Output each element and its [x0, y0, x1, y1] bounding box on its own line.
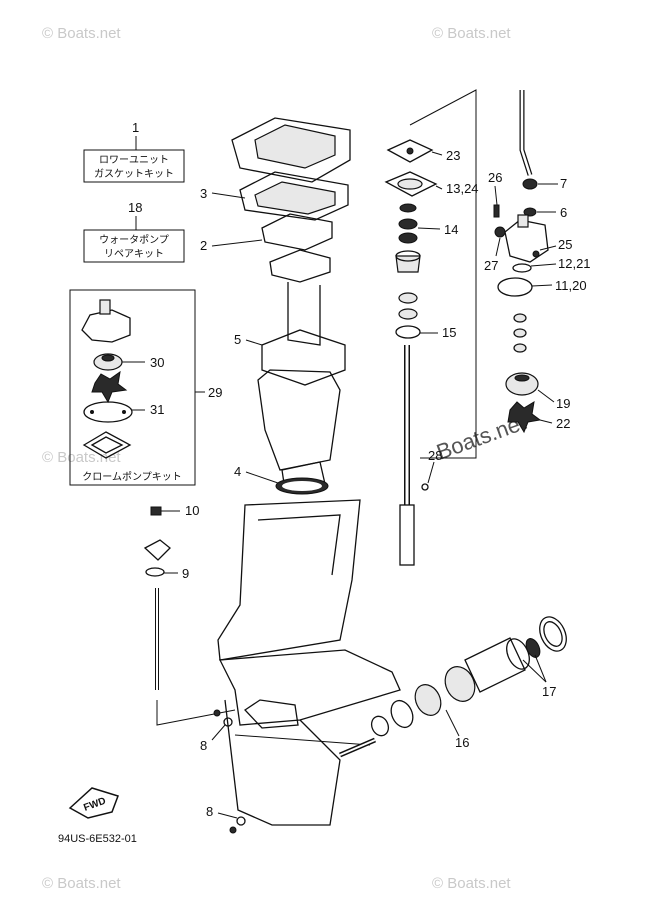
casing-opening [243, 699, 299, 729]
impeller-small [91, 370, 128, 404]
callout-26: 26 [488, 170, 502, 185]
driveshaft-column: 23 13,24 14 15 28 [384, 89, 479, 566]
pump-insert-19 [505, 372, 539, 396]
kit-1-gasket-kit: 1 ロワーユニット ガスケットキット [83, 120, 185, 183]
watermark-top-right: © Boats.net [432, 25, 511, 42]
propeller-shaft-assembly: 17 16 [339, 616, 567, 758]
callout-15: 15 [442, 325, 456, 340]
diagram-code: 94US-6E532-01 [58, 833, 137, 845]
callout-3: 3 [200, 186, 207, 201]
pump-gasket [82, 431, 132, 459]
shift-rod-holder [143, 539, 171, 561]
kit-1-line-2: ガスケットキット [94, 168, 174, 180]
callout-11-20: 11,20 [555, 278, 587, 293]
callout-14: 14 [444, 222, 458, 237]
driveshaft-housing: 5 4 [234, 282, 346, 495]
callout-8-top: 8 [200, 738, 207, 753]
pump-housing-small [81, 309, 131, 343]
kit-18-water-pump-repair-kit: 18 ウォータポンプ リペアキット [83, 200, 185, 263]
lower-unit-casing [217, 499, 401, 826]
callout-4: 4 [234, 464, 241, 479]
kit-18-line-1: ウォータポンプ [99, 234, 169, 246]
callout-29: 29 [208, 385, 222, 400]
callout-2: 2 [200, 238, 207, 253]
callout-6: 6 [560, 205, 567, 220]
oring-9 [145, 567, 165, 577]
callout-10: 10 [185, 503, 199, 518]
pump-plate [83, 401, 133, 423]
callout-9: 9 [182, 566, 189, 581]
kit-1-number: 1 [132, 120, 139, 135]
callout-31: 31 [150, 402, 164, 417]
callout-22: 22 [556, 416, 570, 431]
callout-13-24: 13,24 [446, 181, 479, 196]
water-pump-group: 7 6 26 27 25 12,21 11,20 19 22 [484, 90, 591, 434]
kit-18-number: 18 [128, 200, 142, 215]
callout-27: 27 [484, 258, 498, 273]
callout-28: 28 [428, 448, 442, 463]
callout-23: 23 [446, 148, 460, 163]
kit-29-caption: クロームポンプキット [82, 471, 181, 483]
watermark-bottom-right: © Boats.net [432, 875, 511, 892]
watermark-middle-left: © Boats.net [42, 449, 121, 466]
kit-29-chrome-pump-kit: クロームポンプキット 29 30 31 [69, 289, 222, 486]
kit-18-line-2: リペアキット [104, 249, 164, 260]
upper-gasket-stack: 3 2 [200, 117, 351, 283]
watermark-bottom-left: © Boats.net [42, 875, 121, 892]
callout-17: 17 [542, 684, 556, 699]
callout-30: 30 [150, 355, 164, 370]
callout-7: 7 [560, 176, 567, 191]
shift-rod-group: 10 9 [143, 503, 236, 726]
callout-19: 19 [556, 396, 570, 411]
callout-16: 16 [455, 735, 469, 750]
callout-12-21: 12,21 [558, 256, 591, 271]
fwd-arrow-icon: FWD [68, 787, 119, 819]
callout-5: 5 [234, 332, 241, 347]
kit-1-line-1: ロワーユニット [99, 155, 169, 166]
callout-8-bottom: 8 [206, 804, 213, 819]
bolts-8: 8 8 [200, 709, 246, 834]
watermark-top-left: © Boats.net [42, 25, 121, 42]
callout-25: 25 [558, 237, 572, 252]
